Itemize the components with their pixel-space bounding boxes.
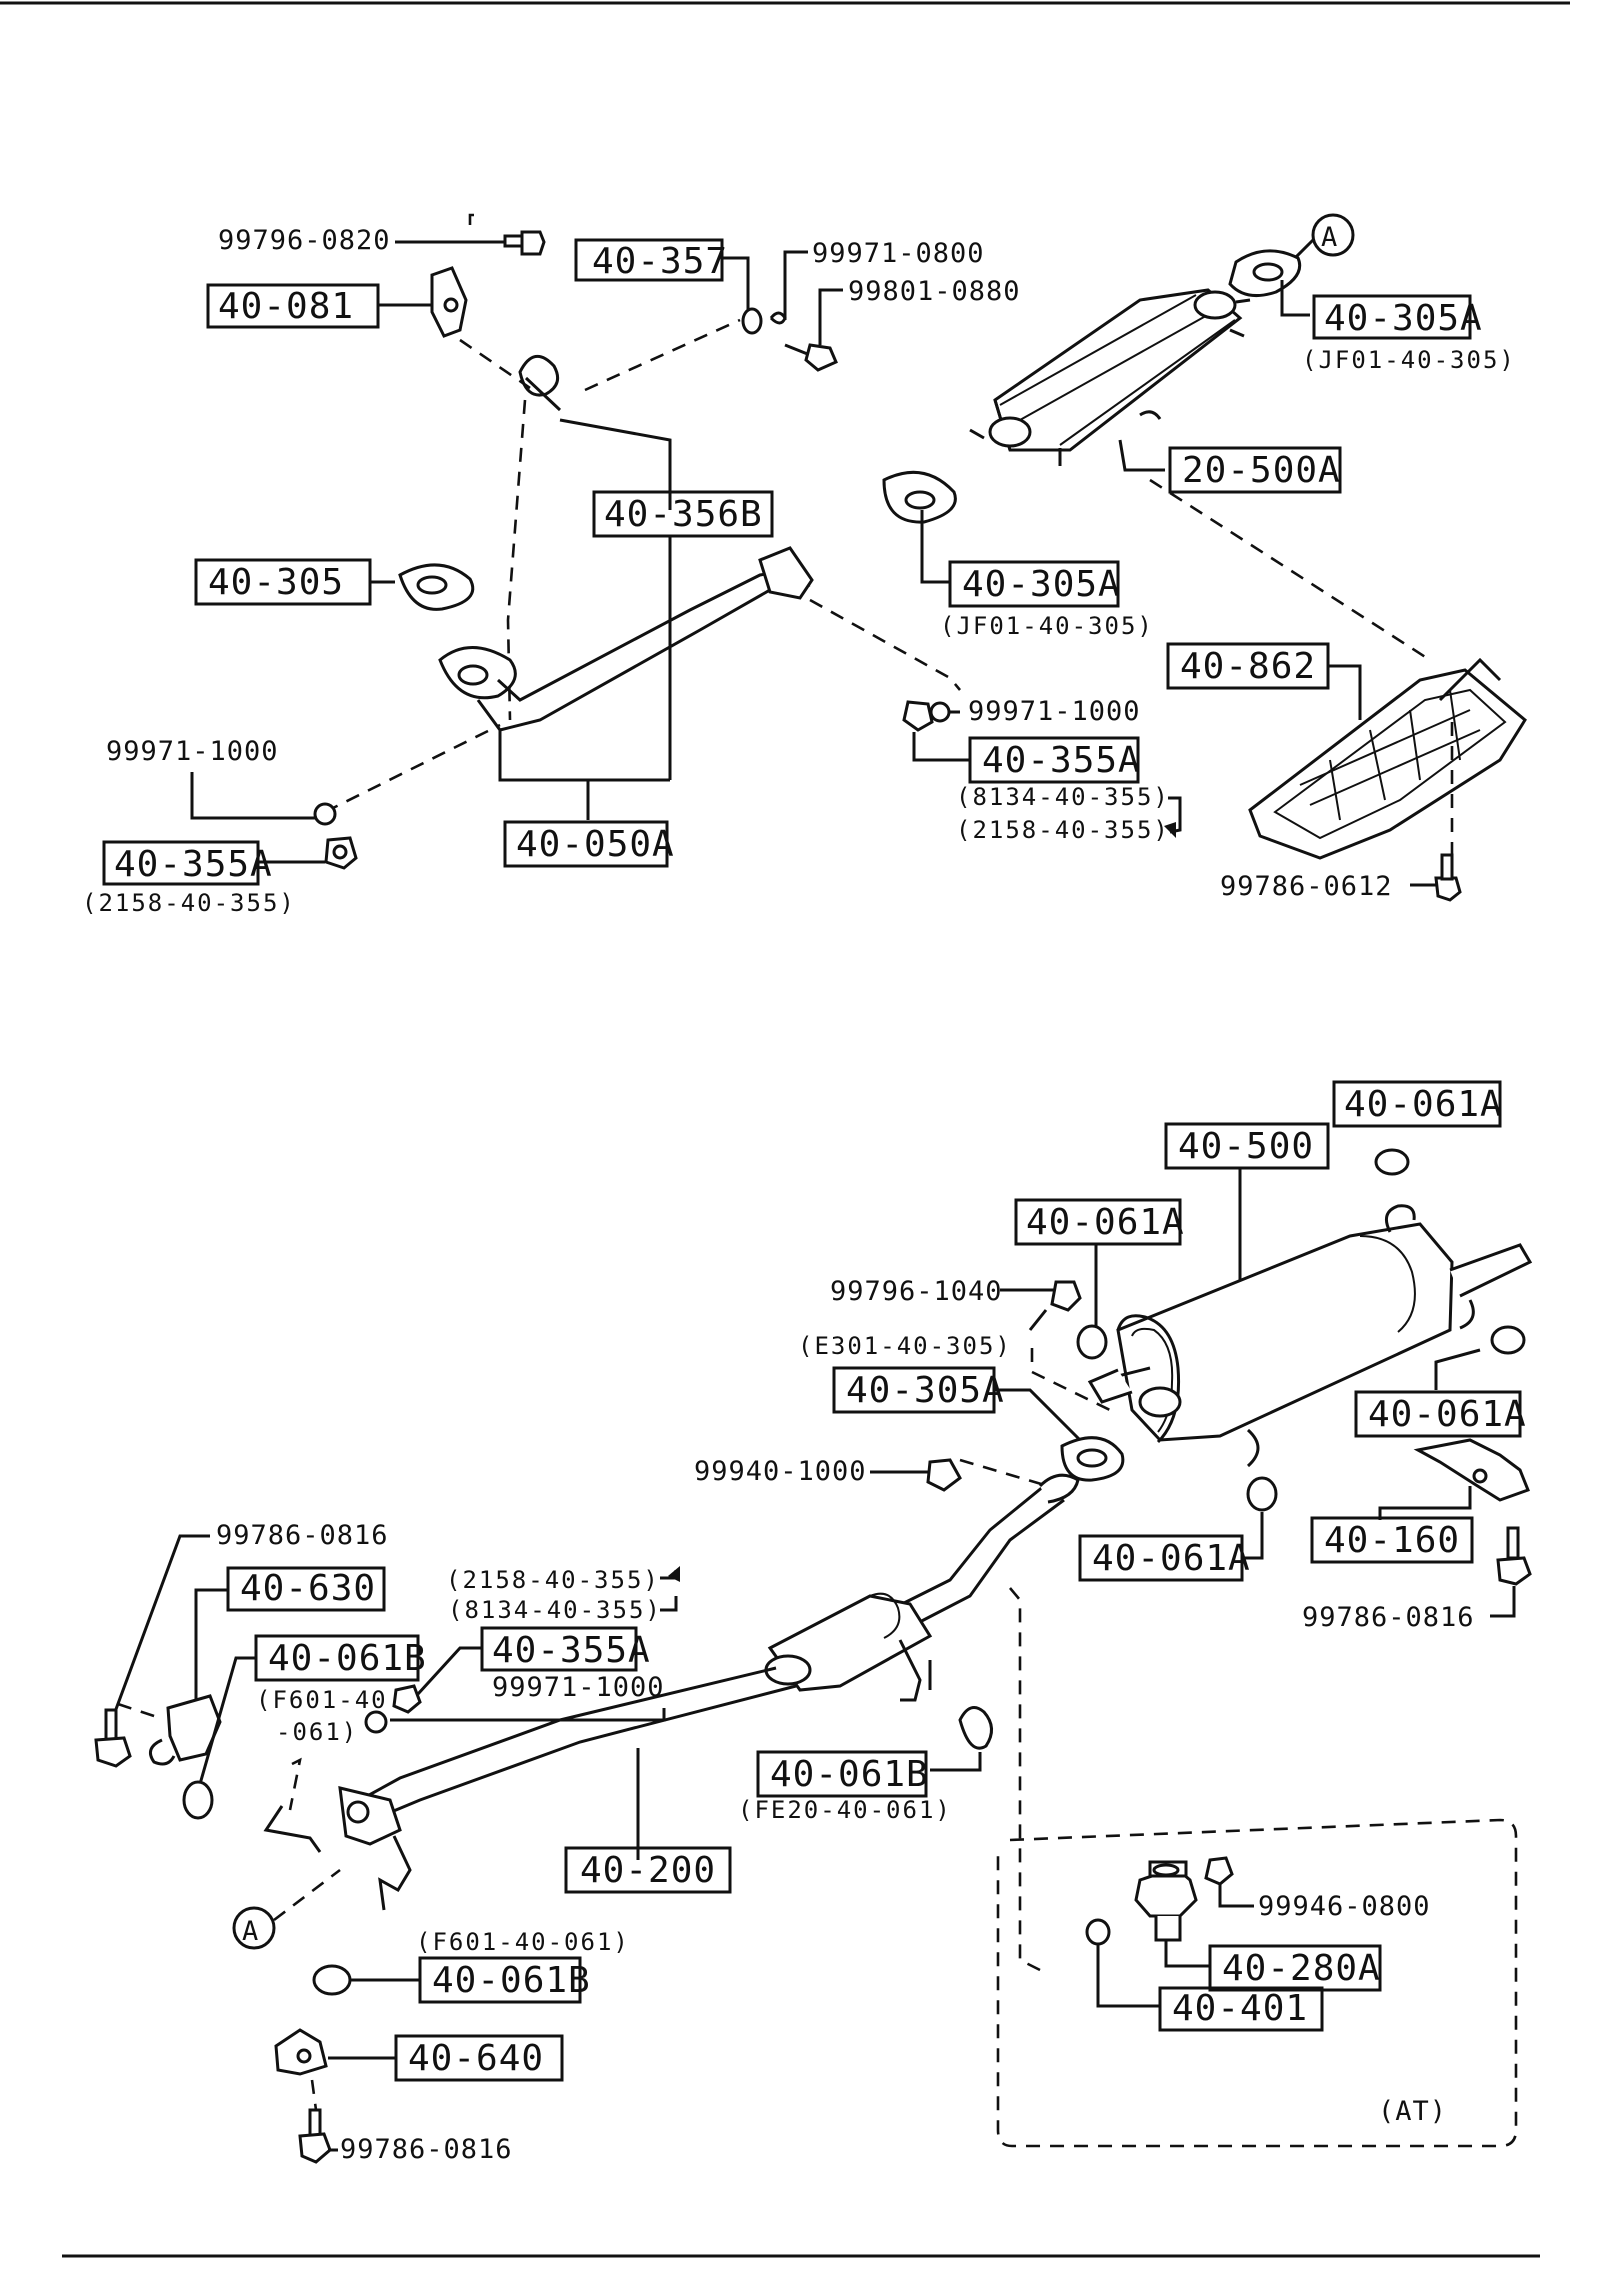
note-40-061B-3: (F601-40-061) — [416, 1928, 630, 1956]
callout-A-top: A — [1293, 213, 1355, 260]
label-99971-0800: 99971-0800 — [812, 238, 985, 269]
label-99971-1000-left: 99971-1000 — [106, 736, 279, 767]
note-40-061B-2: (FE20-40-061) — [738, 1796, 952, 1824]
label-40-280A: 40-280A — [1222, 1948, 1381, 1989]
note-40-355A-lower-2: (8134-40-355) — [448, 1596, 662, 1624]
label-99786-0816-a: 99786-0816 — [216, 1520, 389, 1551]
label-99801-0880: 99801-0880 — [848, 276, 1021, 307]
label-40-355A-lower: 40-355A — [492, 1630, 651, 1671]
label-99796-1040: 99796-1040 — [830, 1276, 1003, 1307]
bolt-99796-1040: 99796-1040 — [830, 1276, 1111, 1412]
bracket-40-630: 99786-0816 40-630 — [94, 1520, 389, 1768]
label-40-160: 40-160 — [1324, 1520, 1460, 1561]
box-40-357 — [574, 238, 724, 282]
rubber-40-061B-1: 40-061B (F601-40 -061) — [182, 1634, 427, 1820]
label-40-630: 40-630 — [240, 1568, 376, 1609]
label-40-640: 40-640 — [408, 2038, 544, 2079]
hanger-40-356B: 40-356B — [518, 355, 774, 780]
label-40-862: 40-862 — [1180, 646, 1316, 687]
note-40-305A-top: (JF01-40-305) — [1302, 346, 1516, 374]
label-40-305A-mid: 40-305A — [962, 564, 1121, 605]
label-40-061A-2: 40-061A — [1026, 1202, 1185, 1243]
lower-assembly: 40-061A 40-500 40-061A — [94, 1080, 1533, 2165]
label-A-top: A — [1321, 222, 1338, 253]
rubber-40-061B-3: (F601-40-061) 40-061B — [312, 1928, 630, 2004]
gasket-40-305A-mid: 40-305A (JF01-40-305) — [882, 470, 1154, 640]
note-40-305A-mid: (JF01-40-305) — [940, 612, 1154, 640]
nut-99971-1000-right: 99971-1000 40-355A (8134-40-355) (2158-4… — [809, 598, 1182, 844]
label-40-061A-3: 40-061A — [1368, 1394, 1527, 1435]
bracket-40-160: 40-160 99786-0816 — [1302, 1438, 1532, 1633]
label-99971-1000-lower: 99971-1000 — [492, 1672, 665, 1703]
note-40-061B-1-b: -061) — [276, 1718, 358, 1746]
nut-99971-1000-left: 99971-1000 40-355A (2158-40-355) — [82, 723, 501, 917]
gasket-40-305A-top: 40-305A (JF01-40-305) — [1228, 249, 1516, 374]
bracket-40-081: 40-081 — [206, 266, 468, 338]
gasket-40-305A-lower: (E301-40-305) 40-305A — [798, 1332, 1125, 1482]
label-40-356B: 40-356B — [604, 494, 763, 535]
callout-40-357: 40-357 — [574, 238, 763, 335]
at-group: 99946-0800 40-280A 40-401 (AT) — [996, 1587, 1518, 2148]
upper-assembly: 99796-0820 40-357 99971-0800 99801-0880 — [82, 213, 1527, 917]
label-99946-0800: 99946-0800 — [1258, 1891, 1431, 1922]
label-40-500: 40-500 — [1178, 1126, 1314, 1167]
label-40-401: 40-401 — [1172, 1988, 1308, 2029]
label-40-200: 40-200 — [580, 1850, 716, 1891]
note-40-355A-right-2: (2158-40-355) — [956, 816, 1170, 844]
rubber-40-061B-2: 40-061B (FE20-40-061) — [738, 1706, 993, 1824]
label-A-bottom: A — [242, 1916, 259, 1947]
rubber-40-061A-3: 40-061A — [1354, 1325, 1527, 1438]
label-40-061B-2: 40-061B — [770, 1754, 929, 1795]
rubber-40-061A-2: 40-061A — [1014, 1198, 1185, 1360]
label-20-500A: 20-500A — [1182, 450, 1341, 491]
nut-99940-1000: 99940-1000 — [694, 1456, 1049, 1492]
label-40-305: 40-305 — [208, 562, 344, 603]
heat-shield-40-862: 40-862 — [1166, 642, 1527, 860]
label-99971-1000-right: 99971-1000 — [968, 696, 1141, 727]
label-40-355A-left: 40-355A — [114, 844, 273, 885]
label-40-061B-3: 40-061B — [432, 1960, 591, 2001]
label-40-061A-1: 40-061A — [1344, 1084, 1503, 1125]
label-40-061A-4: 40-061A — [1092, 1538, 1251, 1579]
center-pipe-40-200: 40-200 — [263, 1473, 1080, 1911]
catalytic-converter-20-500A: 20-500A — [969, 288, 1431, 662]
bracket-40-640: 40-640 99786-0816 — [274, 2028, 564, 2165]
rubber-40-061A-1: 40-061A — [1332, 1080, 1503, 1176]
bolt-99796-0820: 99796-0820 — [218, 213, 546, 256]
gasket-40-305: 40-305 — [194, 558, 475, 611]
label-99786-0816-b: 99786-0816 — [1302, 1602, 1475, 1633]
label-40-081: 40-081 — [218, 286, 354, 327]
bolt-99786-0612: 99786-0612 — [1220, 853, 1462, 902]
label-40-305A-top: 40-305A — [1324, 298, 1483, 339]
label-40-061B-1: 40-061B — [268, 1638, 427, 1679]
label-99796-0820: 99796-0820 — [218, 225, 391, 256]
callout-99801-0880: 99801-0880 — [784, 276, 1021, 372]
label-99786-0816-c: 99786-0816 — [340, 2134, 513, 2165]
main-muffler-40-500: 40-500 — [1087, 1122, 1533, 1468]
label-at: (AT) — [1378, 2096, 1447, 2127]
label-40-050A: 40-050A — [516, 824, 675, 865]
label-99786-0612: 99786-0612 — [1220, 871, 1393, 902]
note-40-355A-right-1: (8134-40-355) — [956, 783, 1170, 811]
nut-40-355A-lower: (2158-40-355) (8134-40-355) 40-355A 9997… — [364, 1566, 680, 1734]
label-40-355A-right: 40-355A — [982, 740, 1141, 781]
front-pipe-40-050A: 40-050A — [438, 546, 814, 868]
note-40-355A-lower-1: (2158-40-355) — [446, 1566, 660, 1594]
callout-A-bottom: A — [232, 1868, 341, 1950]
rubber-40-061A-4: 40-061A — [1078, 1476, 1278, 1582]
label-40-305A-lower: 40-305A — [846, 1370, 1005, 1411]
note-40-355A-left: (2158-40-355) — [82, 889, 296, 917]
label-40-357: 40-357 — [592, 241, 728, 282]
note-40-305A-lower: (E301-40-305) — [798, 1332, 1012, 1360]
note-40-061B-1-a: (F601-40 — [256, 1686, 388, 1714]
callout-99971-0800: 99971-0800 — [769, 238, 985, 325]
label-99940-1000: 99940-1000 — [694, 1456, 867, 1487]
